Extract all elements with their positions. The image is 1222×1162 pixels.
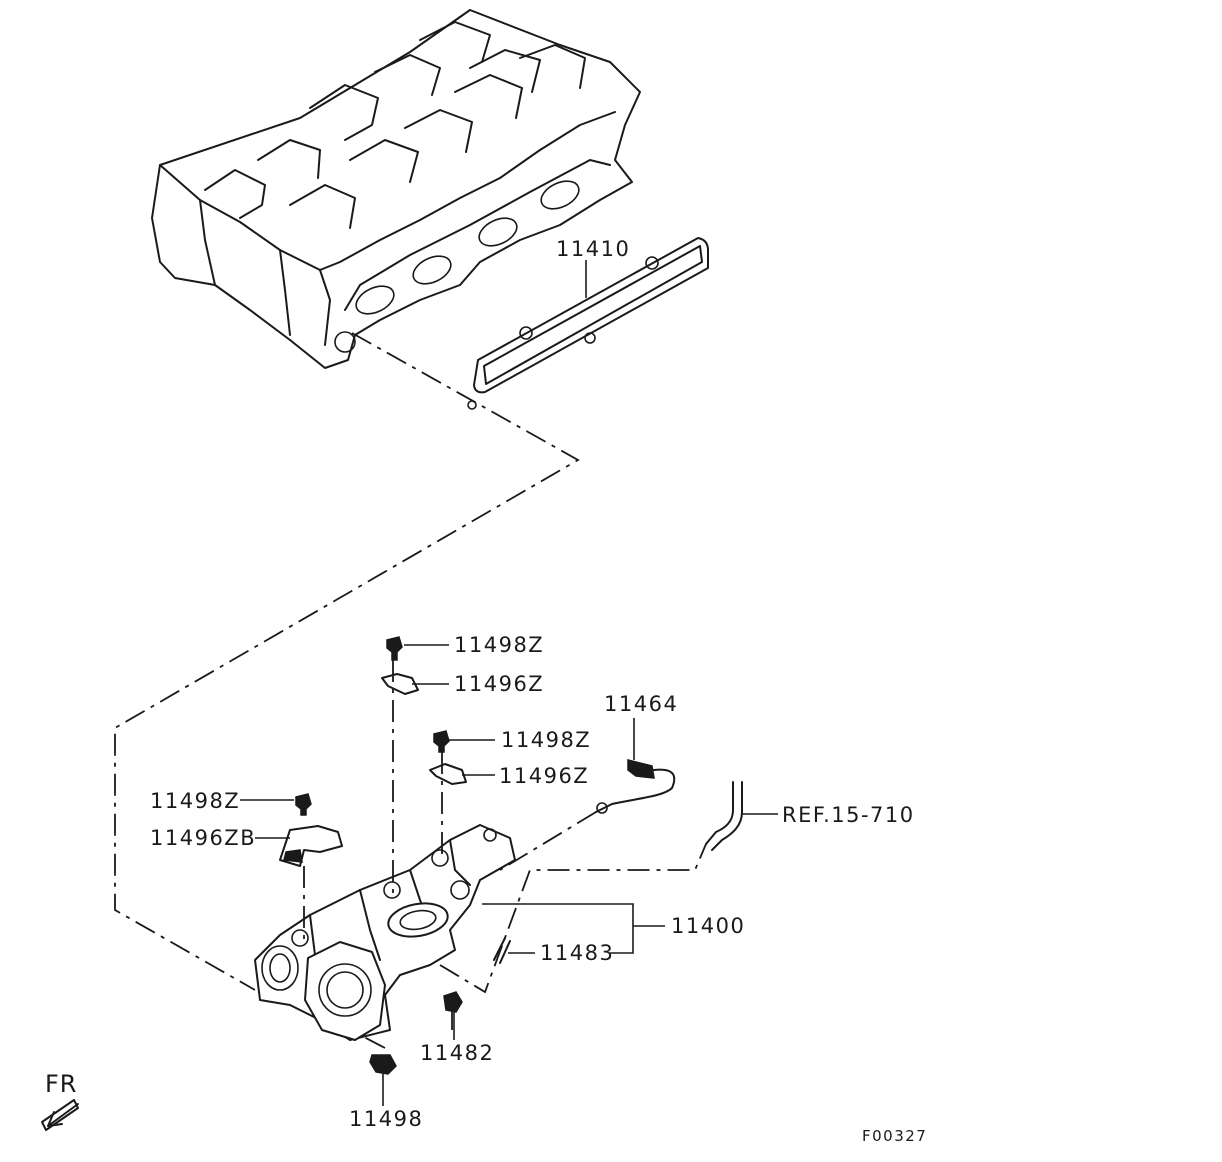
assembly-lines xyxy=(114,332,707,1049)
sensor xyxy=(595,759,676,814)
label-bolt-bottom: 11498 xyxy=(349,1107,423,1131)
figure-code: F00327 xyxy=(862,1127,927,1145)
bolt-mid xyxy=(433,730,450,753)
bracket-left xyxy=(279,825,343,867)
label-bracket-left: 11496ZB xyxy=(150,826,256,850)
label-bolt-left: 11498Z xyxy=(150,789,240,813)
intake-gasket xyxy=(467,237,709,410)
bolt-bottom xyxy=(369,1054,397,1075)
bracket-mid xyxy=(429,763,467,785)
nut xyxy=(443,991,463,1013)
hose xyxy=(705,781,743,851)
label-gasket: 11410 xyxy=(556,237,630,261)
direction-indicator-label: FR xyxy=(45,1070,77,1098)
label-hose-ref: REF.15-710 xyxy=(782,803,915,827)
label-bracket-mid: 11496Z xyxy=(499,764,589,788)
label-bolt-mid: 11498Z xyxy=(501,728,591,752)
bolt-left xyxy=(295,793,312,816)
label-bracket-top: 11496Z xyxy=(454,672,544,696)
label-stud: 11483 xyxy=(540,941,614,965)
front-arrow-icon xyxy=(41,1099,79,1131)
label-manifold: 11400 xyxy=(671,914,745,938)
label-sensor: 11464 xyxy=(604,692,678,716)
stud xyxy=(493,937,511,964)
intake-manifold xyxy=(254,824,516,1041)
label-nut: 11482 xyxy=(420,1041,494,1065)
leader-lines xyxy=(240,260,778,1106)
bracket-top xyxy=(381,673,419,695)
bolt-top xyxy=(386,636,403,661)
cylinder-head xyxy=(151,9,641,369)
label-bolt-top: 11498Z xyxy=(454,633,544,657)
